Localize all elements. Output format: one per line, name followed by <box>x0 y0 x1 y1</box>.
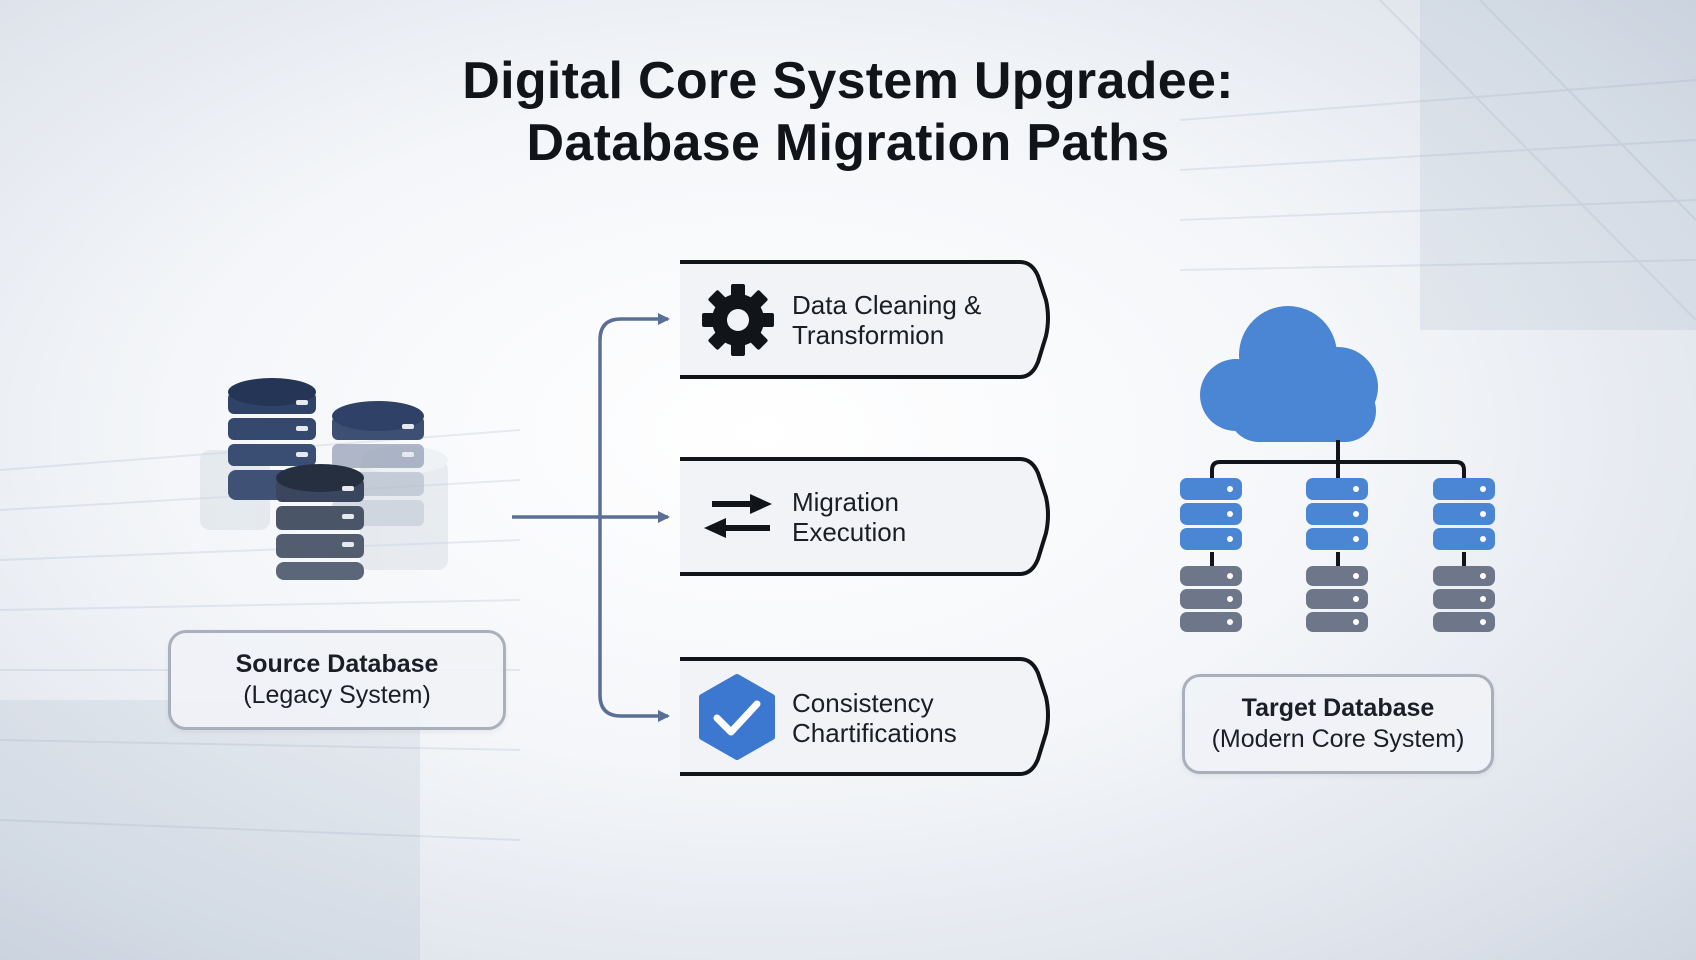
title-line-1: Digital Core System Upgradee: <box>462 52 1234 110</box>
target-database-name: Target Database <box>1241 694 1435 722</box>
step-1-line-1: Data Cleaning & <box>792 290 982 320</box>
step-2-line-2: Execution <box>792 517 907 547</box>
gear-icon <box>702 284 774 356</box>
source-database-name: Source Database <box>235 650 439 678</box>
title-line-2: Database Migration Paths <box>526 114 1170 172</box>
target-database-subtitle: (Modern Core System) <box>1211 725 1465 753</box>
step-1-line-2: Transformion <box>792 320 945 350</box>
step-text-1: Data Cleaning & Transformion <box>792 290 981 350</box>
database-stack-icon <box>200 378 448 580</box>
target-database-label: Target Database (Modern Core System) <box>1182 674 1494 774</box>
diagram-title: Digital Core System Upgradee: Database M… <box>0 50 1696 174</box>
cloud-database-icon <box>1180 306 1495 632</box>
step-text-2: Migration Execution <box>792 487 906 547</box>
source-database-label: Source Database (Legacy System) <box>168 630 506 730</box>
step-3-line-2: Chartifications <box>792 718 957 748</box>
step-text-3: Consistency Chartifications <box>792 688 957 748</box>
connector-lines <box>512 313 670 722</box>
step-2-line-1: Migration <box>792 487 899 517</box>
swap-arrows-icon <box>704 494 772 538</box>
step-3-line-1: Consistency <box>792 688 934 718</box>
check-shield-icon <box>699 674 775 760</box>
step-box-2 <box>680 457 1050 576</box>
source-database-subtitle: (Legacy System) <box>243 681 431 709</box>
step-box-1 <box>680 260 1050 379</box>
step-box-3 <box>680 657 1050 776</box>
